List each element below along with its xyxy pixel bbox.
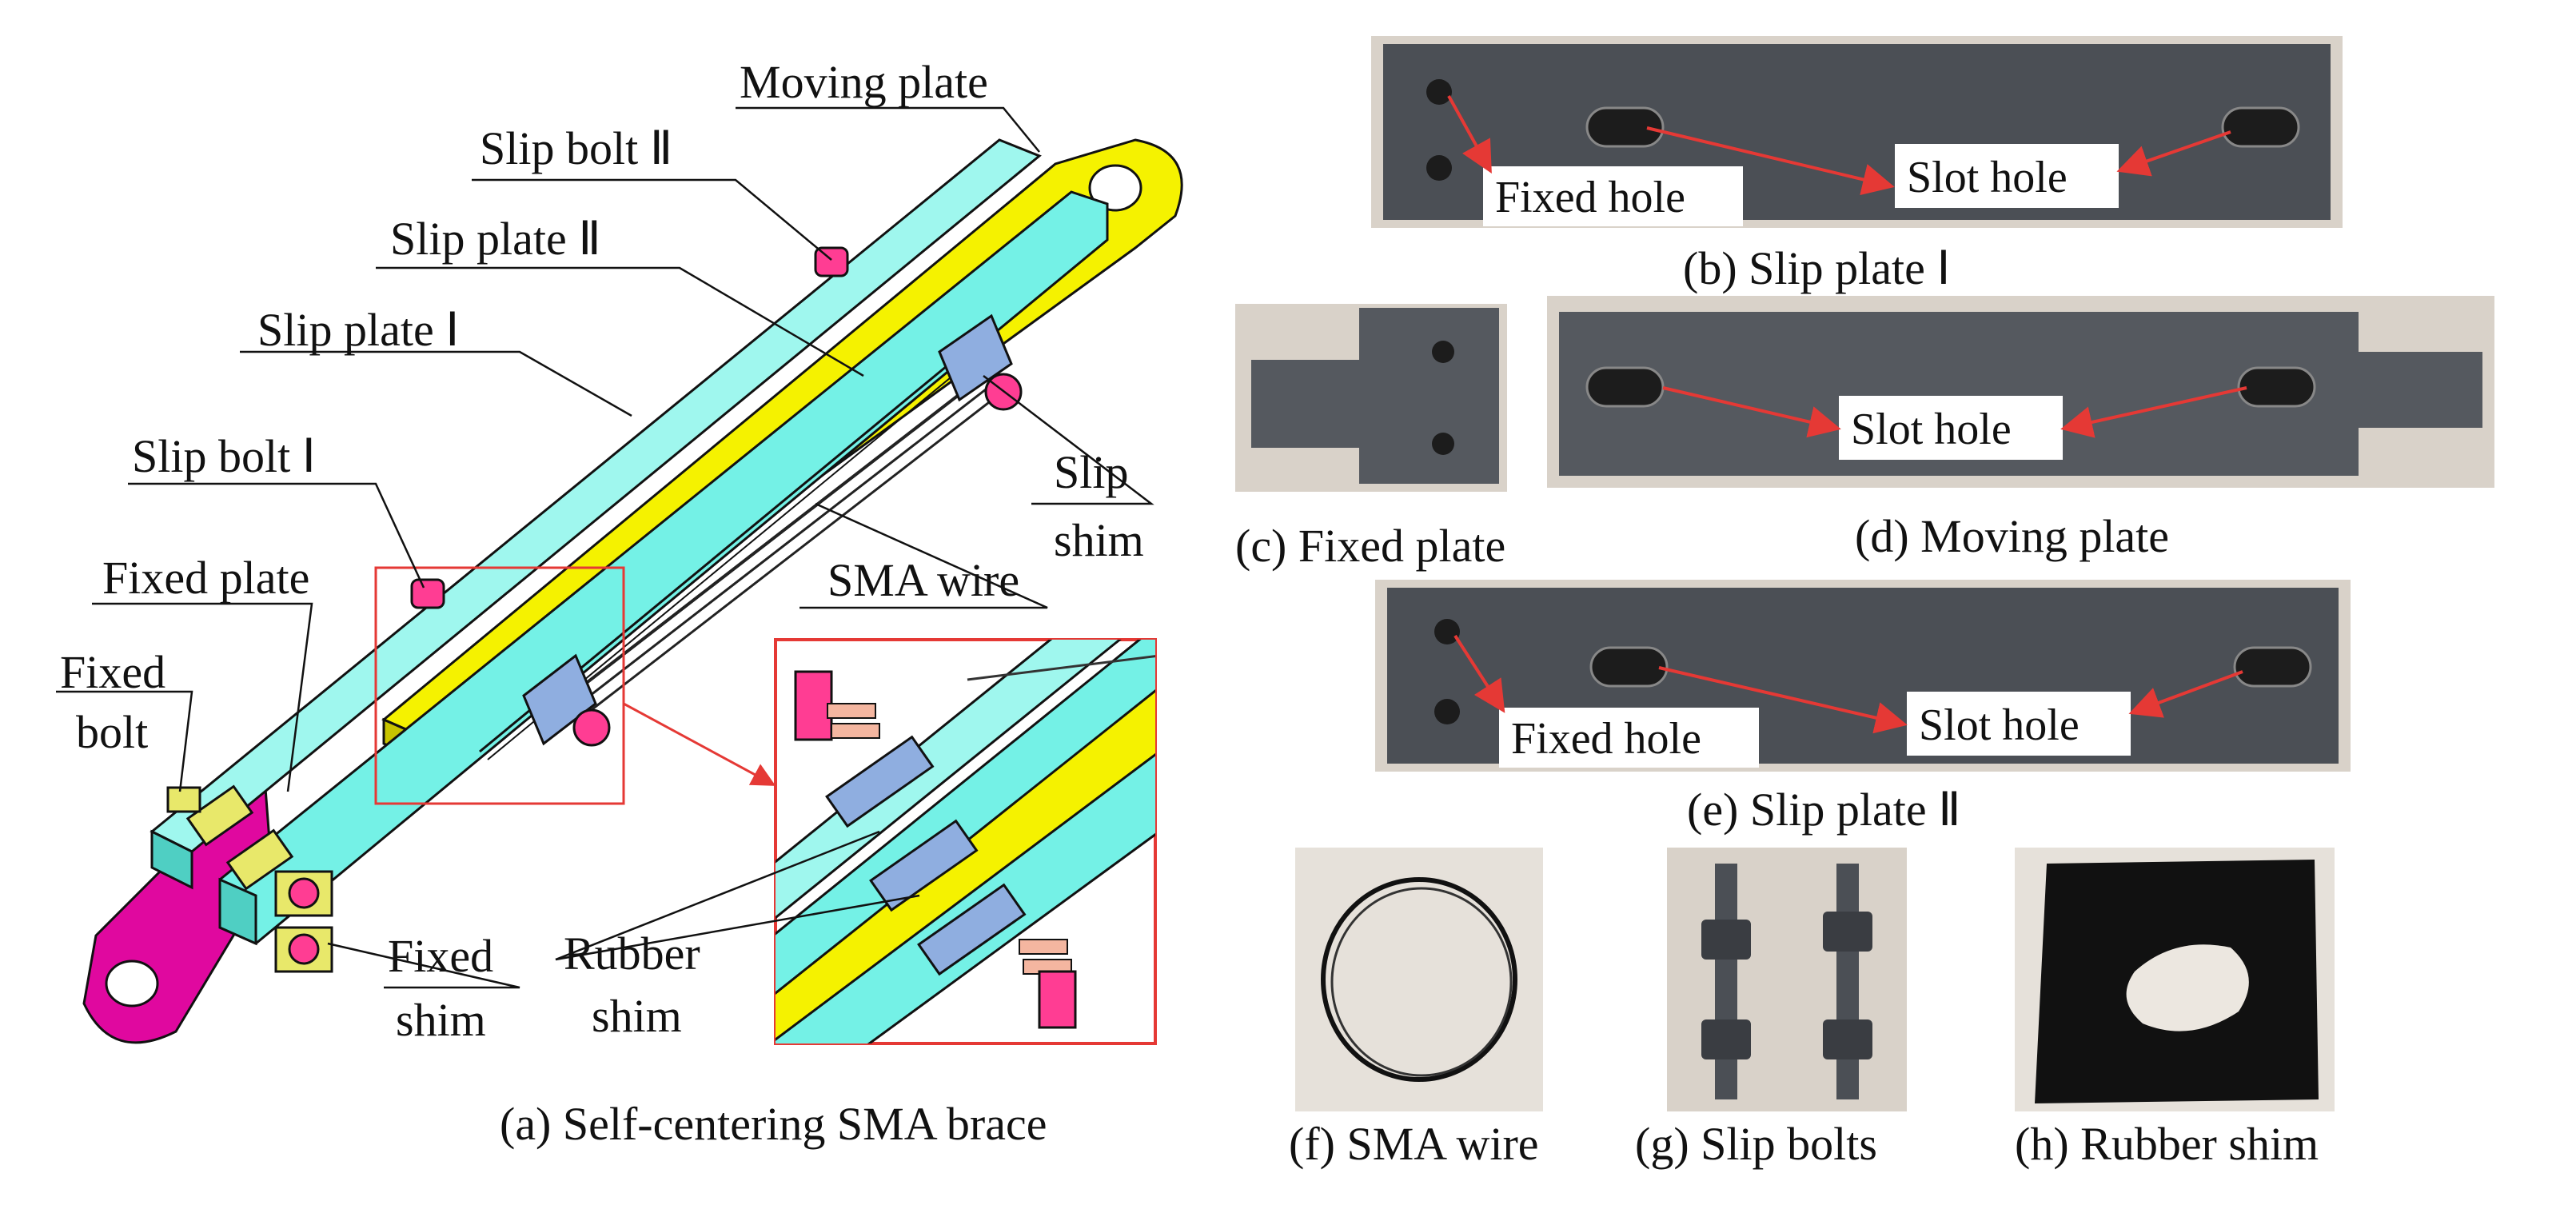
photo-slip-plate-2: Fixed hole Slot hole (e) Slip plate Ⅱ: [1375, 580, 2351, 836]
photo-moving-plate: Slot hole (d) Moving plate: [1547, 296, 2494, 562]
slot-hole-label-b: Slot hole: [1907, 153, 2068, 202]
label-fixed-bolt-line2: bolt: [76, 706, 148, 758]
brace-diagram: Moving plate Slip bolt Ⅱ Slip plate Ⅱ Sl…: [56, 56, 1183, 1150]
slip-bolt-1-shape: [410, 578, 445, 609]
label-slip-shim-line1: Slip: [1054, 446, 1129, 498]
slot-hole-box-b: [1895, 144, 2119, 208]
label-slip-plate-1: Slip plate Ⅰ: [257, 304, 459, 356]
label-rubber-shim-line2: shim: [592, 990, 682, 1042]
fixed-plate-shape: [185, 784, 294, 891]
photo-slip-plate-1: Fixed hole Slot hole (b) Slip plate Ⅰ: [1371, 36, 2343, 294]
caption-b: (b) Slip plate Ⅰ: [1683, 242, 1950, 294]
label-fixed-bolt-line1: Fixed: [60, 646, 165, 698]
label-moving-plate: Moving plate: [740, 56, 988, 108]
slot-hole-label-d: Slot hole: [1851, 405, 2012, 454]
slip-plate-2-shape: [218, 190, 1109, 946]
caption-g: (g) Slip bolts: [1635, 1118, 1877, 1170]
zoom-source-box: [374, 566, 625, 805]
label-slip-bolt-2: Slip bolt Ⅱ: [480, 122, 672, 174]
fixed-lug: [82, 764, 273, 1044]
label-fixed-plate: Fixed plate: [102, 552, 309, 604]
slip-shim-shape: [522, 313, 1013, 746]
caption-h: (h) Rubber shim: [2015, 1118, 2319, 1170]
slot-hole-box-d: [1839, 396, 2063, 460]
slip-bolt-2-shape: [814, 246, 849, 277]
slip-plate-1-shape: [150, 138, 1042, 890]
sma-wire-shape: [558, 374, 1003, 721]
caption-e: (e) Slip plate Ⅱ: [1687, 784, 1961, 836]
photo-slip-bolts: (g) Slip bolts: [1635, 848, 1907, 1170]
label-slip-plate-2: Slip plate Ⅱ: [390, 213, 601, 265]
slot-hole-label-e: Slot hole: [1919, 700, 2080, 750]
fixed-shim-shape: [274, 870, 333, 973]
caption-a: (a) Self-centering SMA brace: [500, 1098, 1047, 1150]
fixed-bolt-shape: [166, 786, 201, 813]
slot-hole-box-e: [1907, 692, 2131, 756]
photo-fixed-plate: (c) Fixed plate: [1235, 304, 1507, 572]
caption-d: (d) Moving plate: [1855, 510, 2169, 562]
label-slip-shim-line2: shim: [1054, 514, 1144, 566]
fixed-hole-label-b: Fixed hole: [1495, 173, 1685, 222]
caption-f: (f) SMA wire: [1289, 1118, 1539, 1170]
label-rubber-shim-line1: Rubber: [564, 928, 700, 980]
fixed-hole-box-b: [1483, 166, 1743, 226]
label-fixed-shim-line2: shim: [396, 994, 486, 1046]
label-sma-wire: SMA wire: [827, 554, 1019, 606]
zoom-inset: [774, 638, 1157, 1045]
caption-c: (c) Fixed plate: [1235, 520, 1505, 572]
fixed-hole-label-e: Fixed hole: [1511, 714, 1701, 764]
photo-sma-wire: (f) SMA wire: [1289, 848, 1543, 1170]
photo-rubber-shim: (h) Rubber shim: [2015, 848, 2335, 1170]
leader-lines: [56, 106, 1154, 989]
label-slip-bolt-1: Slip bolt Ⅰ: [132, 430, 316, 482]
label-fixed-shim-line1: Fixed: [388, 930, 493, 982]
fixed-hole-box-e: [1499, 708, 1759, 768]
